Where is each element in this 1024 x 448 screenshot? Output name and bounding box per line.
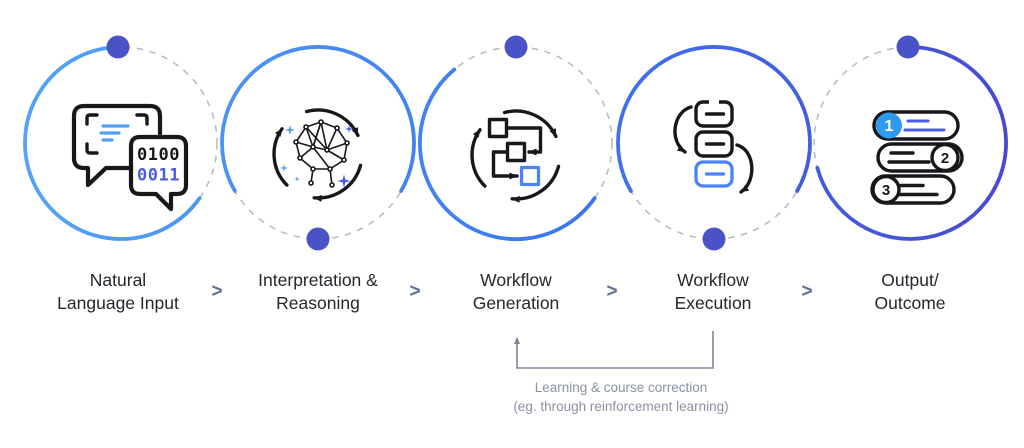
progress-dot-5 — [896, 35, 920, 59]
step-label-line: Interpretation & — [258, 270, 378, 290]
step-label-line: Workflow — [480, 270, 552, 290]
cycle-brain-icon — [272, 108, 363, 202]
flow-node-3-blue — [519, 165, 541, 187]
step-label-workflow-generation: Workflow Generation — [406, 269, 626, 315]
progress-dot-1 — [106, 35, 130, 59]
step-label-workflow-execution: Workflow Execution — [603, 269, 823, 315]
pill-3-number: 3 — [882, 182, 890, 199]
speech-bubble-front — [128, 134, 189, 212]
pill-2-number: 2 — [941, 150, 949, 167]
binary-row-2: 0011 — [137, 166, 180, 186]
step-label-line: Workflow — [677, 270, 749, 290]
step-label-line: Natural — [89, 270, 147, 290]
wave-arcs — [23, 45, 1008, 241]
chevron-right-icon: > — [409, 281, 421, 302]
progress-dot-4 — [702, 227, 726, 251]
solid-arc-2 — [220, 45, 416, 193]
binary-row-1: 0100 — [137, 145, 180, 165]
step-label-line: Language Input — [57, 293, 179, 313]
loop-arrow-left — [673, 105, 693, 154]
loop-arrow-right — [735, 143, 754, 194]
cycle-flowchart-icon — [470, 109, 561, 203]
feedback-caption-line2: (eg. through reinforcement learning) — [513, 399, 729, 414]
solid-arc-1 — [23, 45, 202, 241]
chevron-right-icon: > — [801, 281, 813, 302]
step-label-line: Reasoning — [276, 293, 360, 313]
flow-node-2 — [505, 141, 527, 163]
step-label-line: Execution — [674, 293, 752, 313]
flowchart — [487, 117, 543, 187]
flow-connector-1 — [504, 126, 543, 156]
feedback-caption-line1: Learning & course correction — [534, 380, 708, 395]
pill-3-badge — [871, 174, 901, 205]
cycle-arrows — [470, 109, 561, 203]
chevron-right-icon: > — [211, 281, 223, 302]
numbered-pills-icon: 1 2 3 — [870, 110, 964, 205]
solid-arc-5 — [815, 45, 1008, 241]
pill-1 — [872, 110, 960, 141]
flow-connector-2 — [491, 150, 519, 180]
task-item-2 — [694, 130, 734, 158]
pill-1-badge — [876, 112, 902, 139]
scan-text-lines — [99, 124, 130, 142]
progress-dot-2 — [306, 227, 330, 251]
chevron-right-icon: > — [606, 281, 618, 302]
pill-2-badge — [930, 142, 960, 173]
step-label-interpretation-reasoning: Interpretation & Reasoning — [208, 269, 428, 315]
feedback-loop-arrow — [514, 331, 714, 369]
neural-network — [280, 118, 353, 188]
progress-dots — [106, 35, 920, 251]
progress-dot-3 — [504, 35, 528, 59]
task-stack-icon — [673, 99, 754, 194]
cycle-arrows — [272, 108, 363, 202]
step-label-output-outcome: Output/ Outcome — [800, 269, 1020, 315]
sparkles — [280, 125, 353, 188]
pill-1-number: 1 — [885, 118, 894, 135]
solid-arc-4 — [616, 45, 812, 193]
step-label-line: Outcome — [874, 293, 946, 313]
pill-2 — [876, 142, 964, 173]
step-label-natural-language-input: Natural Language Input — [8, 269, 228, 315]
step-label-line: Generation — [472, 293, 560, 313]
flow-node-1 — [487, 117, 509, 139]
step-label-line: Output/ — [881, 270, 939, 290]
chat-binary-icon: 0100 0011 — [71, 103, 189, 212]
solid-arc-3 — [418, 67, 597, 241]
network-nodes — [293, 119, 350, 188]
